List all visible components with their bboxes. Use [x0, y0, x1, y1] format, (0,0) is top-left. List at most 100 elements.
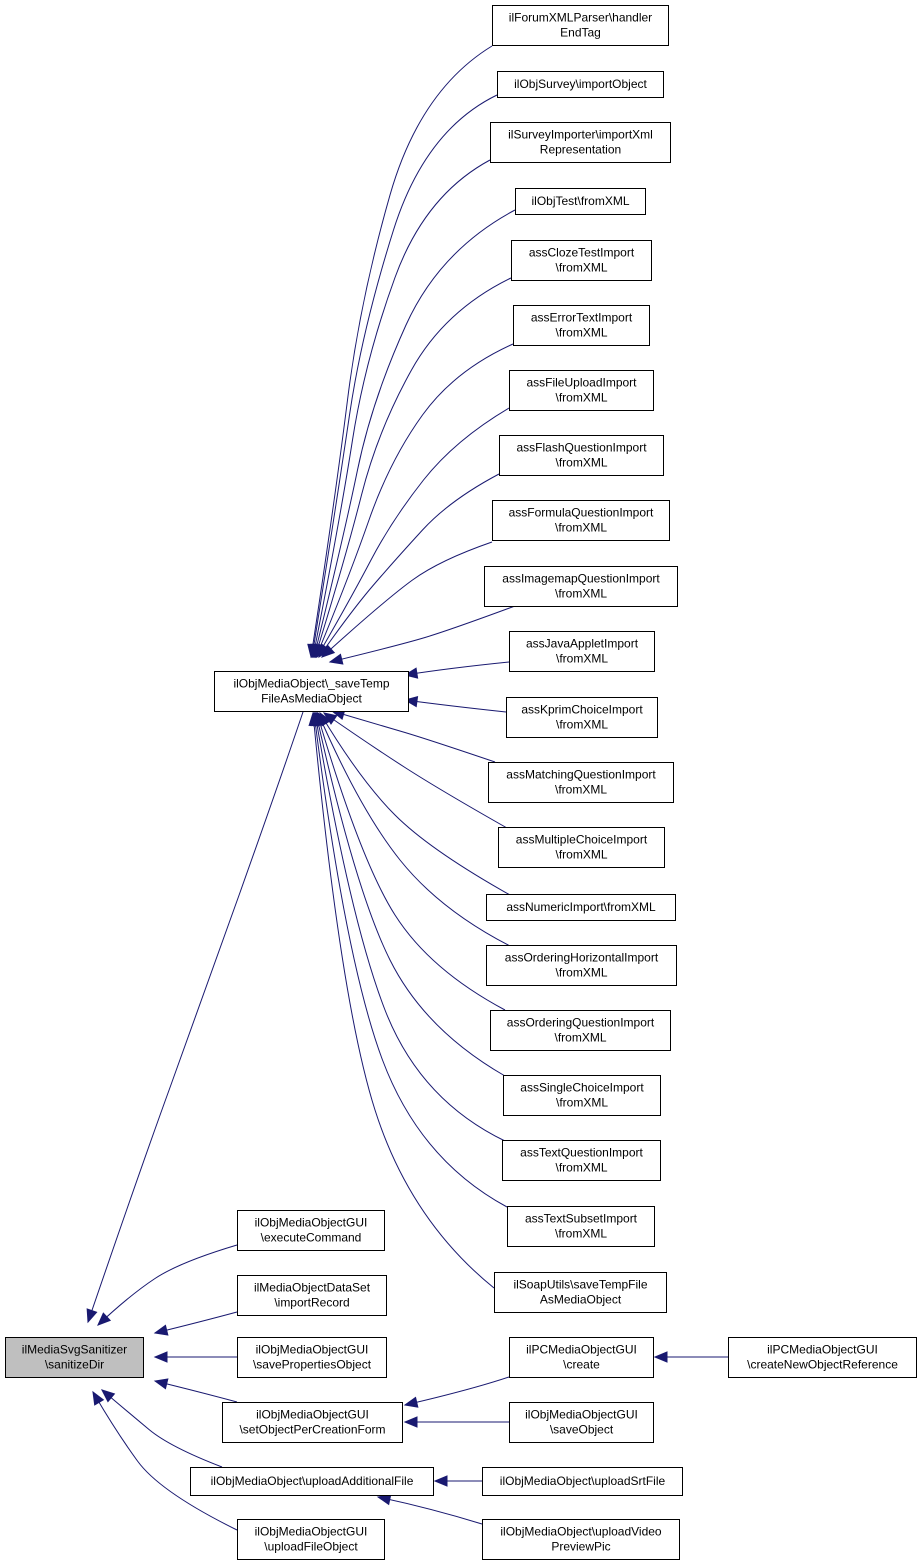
node-box[interactable] — [503, 1075, 661, 1116]
node-box[interactable] — [494, 1272, 667, 1313]
node-box[interactable] — [507, 1206, 655, 1247]
node-box[interactable] — [490, 1010, 671, 1051]
node-box[interactable] — [482, 1467, 683, 1496]
node-c11[interactable]: assJavaAppletImport\fromXML — [509, 631, 655, 672]
node-n6[interactable]: ilObjMediaObject\uploadAdditionalFile — [190, 1467, 434, 1496]
node-c12[interactable]: assKprimChoiceImport\fromXML — [506, 697, 658, 738]
node-d3[interactable]: ilObjMediaObject\uploadSrtFile — [482, 1467, 683, 1496]
node-n1[interactable]: ilObjMediaObject\_saveTempFileAsMediaObj… — [214, 671, 409, 712]
node-box[interactable] — [490, 122, 671, 163]
node-n4[interactable]: ilObjMediaObjectGUI\savePropertiesObject — [237, 1337, 387, 1378]
node-c15[interactable]: assNumericImport\fromXML — [486, 894, 676, 921]
node-box[interactable] — [237, 1519, 385, 1560]
node-box[interactable] — [237, 1337, 387, 1378]
node-label-line: assTextSubsetImport — [525, 1212, 638, 1226]
node-c13[interactable]: assMatchingQuestionImport\fromXML — [488, 762, 674, 803]
node-box[interactable] — [492, 500, 670, 541]
node-label-line: assOrderingHorizontalImport — [505, 951, 659, 965]
node-box[interactable] — [509, 1402, 654, 1443]
node-c14[interactable]: assMultipleChoiceImport\fromXML — [498, 827, 665, 868]
node-box[interactable] — [5, 1337, 144, 1378]
node-box[interactable] — [237, 1210, 385, 1251]
node-c18[interactable]: assSingleChoiceImport\fromXML — [503, 1075, 661, 1116]
node-label-line: ilObjMediaObjectGUI — [255, 1216, 368, 1230]
node-label-line: assNumericImport\fromXML — [506, 900, 656, 914]
node-label-line: assImagemapQuestionImport — [502, 572, 660, 586]
node-c10[interactable]: assImagemapQuestionImport\fromXML — [484, 566, 678, 607]
node-n0[interactable]: ilMediaSvgSanitizer\sanitizeDir — [5, 1337, 144, 1378]
node-box[interactable] — [728, 1337, 917, 1378]
edge-c8-to-n1 — [318, 473, 500, 658]
arrowhead-n6-to-n0 — [101, 1389, 116, 1403]
node-d1[interactable]: ilPCMediaObjectGUI\create — [509, 1337, 654, 1378]
node-box[interactable] — [190, 1467, 434, 1496]
node-box[interactable] — [222, 1402, 403, 1443]
node-label-line: \fromXML — [556, 718, 608, 732]
node-d2[interactable]: ilObjMediaObjectGUI\saveObject — [509, 1402, 654, 1443]
node-n2[interactable]: ilObjMediaObjectGUI\executeCommand — [237, 1210, 385, 1251]
node-label-line: assFormulaQuestionImport — [509, 506, 654, 520]
node-label-line: FileAsMediaObject — [261, 692, 362, 706]
node-label-line: assFlashQuestionImport — [516, 441, 647, 455]
edge-c3-to-n1 — [312, 159, 491, 658]
edge-c5-to-n1 — [314, 277, 512, 658]
node-box[interactable] — [484, 566, 678, 607]
node-c5[interactable]: assClozeTestImport\fromXML — [511, 240, 652, 281]
node-box[interactable] — [488, 762, 674, 803]
node-c6[interactable]: assErrorTextImport\fromXML — [513, 305, 650, 346]
edge-c14-to-n1 — [323, 712, 508, 829]
node-label-line: assMatchingQuestionImport — [506, 768, 656, 782]
node-box[interactable] — [498, 827, 665, 868]
node-n3[interactable]: ilMediaObjectDataSet\importRecord — [237, 1275, 387, 1316]
node-c9[interactable]: assFormulaQuestionImport\fromXML — [492, 500, 670, 541]
node-c8[interactable]: assFlashQuestionImport\fromXML — [499, 435, 664, 476]
node-box[interactable] — [509, 631, 655, 672]
arrowhead-d2-to-n5 — [403, 1416, 418, 1428]
node-box[interactable] — [237, 1275, 387, 1316]
node-n5[interactable]: ilObjMediaObjectGUI\setObjectPerCreation… — [222, 1402, 403, 1443]
node-box[interactable] — [499, 435, 664, 476]
node-box[interactable] — [513, 305, 650, 346]
node-box[interactable] — [486, 894, 676, 921]
arrowhead-c21-to-n1 — [308, 711, 320, 726]
node-c4[interactable]: ilObjTest\fromXML — [515, 188, 646, 215]
node-box[interactable] — [515, 188, 646, 215]
node-e1[interactable]: ilPCMediaObjectGUI\createNewObjectRefere… — [728, 1337, 917, 1378]
node-label-line: \fromXML — [555, 1161, 607, 1175]
node-n7[interactable]: ilObjMediaObjectGUI\uploadFileObject — [237, 1519, 385, 1560]
node-c7[interactable]: assFileUploadImport\fromXML — [509, 370, 654, 411]
node-label-line: ilObjSurvey\importObject — [514, 77, 647, 91]
node-c19[interactable]: assTextQuestionImport\fromXML — [502, 1140, 661, 1181]
node-box[interactable] — [214, 671, 409, 712]
node-box[interactable] — [506, 697, 658, 738]
node-box[interactable] — [482, 1519, 680, 1560]
node-label-line: \fromXML — [556, 1096, 608, 1110]
node-label-line: \create — [563, 1358, 600, 1372]
edge-n7-to-n0 — [92, 1391, 238, 1531]
node-box[interactable] — [486, 945, 677, 986]
node-box[interactable] — [502, 1140, 661, 1181]
node-box[interactable] — [509, 1337, 654, 1378]
node-c2[interactable]: ilObjSurvey\importObject — [497, 71, 664, 98]
edge-c20-to-n1 — [313, 712, 508, 1208]
node-box[interactable] — [511, 240, 652, 281]
node-c17[interactable]: assOrderingQuestionImport\fromXML — [490, 1010, 671, 1051]
arrowhead-d3-to-n6 — [433, 1475, 448, 1487]
node-box[interactable] — [497, 71, 664, 98]
node-label-line: ilObjMediaObject\uploadVideo — [500, 1525, 662, 1539]
edge-c19-to-n1 — [314, 712, 506, 1142]
node-c20[interactable]: assTextSubsetImport\fromXML — [507, 1206, 655, 1247]
edge-n5-to-n0 — [154, 1380, 238, 1403]
node-c16[interactable]: assOrderingHorizontalImport\fromXML — [486, 945, 677, 986]
node-label-line: \sanitizeDir — [45, 1358, 104, 1372]
node-label-line: assJavaAppletImport — [526, 637, 639, 651]
node-box[interactable] — [509, 370, 654, 411]
node-box[interactable] — [492, 5, 669, 46]
node-label-line: assTextQuestionImport — [520, 1146, 643, 1160]
node-label-line: assSingleChoiceImport — [520, 1081, 644, 1095]
